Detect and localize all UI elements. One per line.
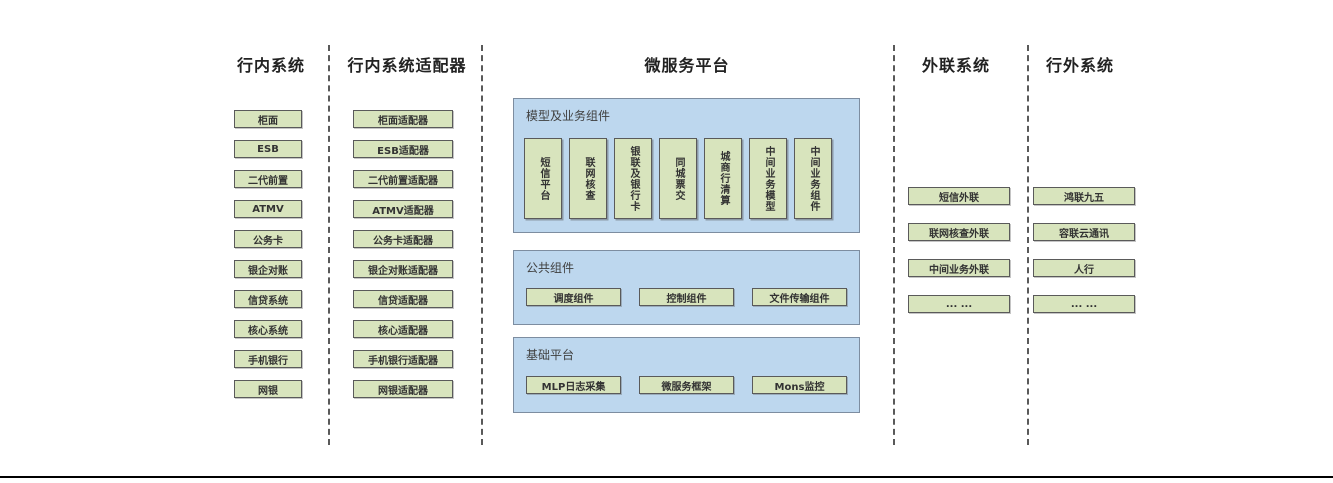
component-label: 短信平台 — [538, 156, 549, 201]
adapter-box: 公务卡适配器 — [353, 230, 453, 248]
panel-model-business-components: 模型及业务组件 短信平台 联网核查 银联及银行卡 同城票交 城商行清算 中间业务… — [513, 98, 860, 233]
adapter-box: ESB适配器 — [353, 140, 453, 158]
component-box-vertical: 联网核查 — [569, 138, 607, 219]
internal-system-box: ESB — [234, 140, 302, 158]
component-box-vertical: 银联及银行卡 — [614, 138, 652, 219]
component-label: 联网核查 — [583, 156, 594, 201]
adapter-list: 柜面适配器 ESB适配器 二代前置适配器 ATMV适配器 公务卡适配器 银企对账… — [353, 110, 453, 398]
internal-system-box: 核心系统 — [234, 320, 302, 338]
lane-title-outreach-systems: 外联系统 — [921, 56, 991, 75]
panel-label: 模型及业务组件 — [526, 109, 611, 123]
internal-system-box: ATMV — [234, 200, 302, 218]
lane-divider — [1027, 45, 1029, 445]
internal-system-box: 信贷系统 — [234, 290, 302, 308]
adapter-box: 银企对账适配器 — [353, 260, 453, 278]
common-component-box: 文件传输组件 — [752, 288, 847, 306]
component-box-vertical: 短信平台 — [524, 138, 562, 219]
outreach-box: 联网核查外联 — [908, 223, 1010, 241]
internal-system-box: 公务卡 — [234, 230, 302, 248]
base-platform-box: 微服务框架 — [639, 376, 734, 394]
internal-system-box: 手机银行 — [234, 350, 302, 368]
common-component-box: 调度组件 — [526, 288, 621, 306]
component-box-vertical: 同城票交 — [659, 138, 697, 219]
adapter-box: 柜面适配器 — [353, 110, 453, 128]
lane-divider — [328, 45, 330, 445]
adapter-box: 核心适配器 — [353, 320, 453, 338]
panel-label: 公共组件 — [526, 261, 575, 275]
external-systems-list: 鸿联九五 容联云通讯 人行 ... ... — [1033, 187, 1135, 313]
outreach-box: 中间业务外联 — [908, 259, 1010, 277]
lane-divider — [481, 45, 483, 445]
bottom-rule — [0, 476, 1333, 478]
component-label: 同城票交 — [673, 156, 684, 201]
panel-base-platform: 基础平台 MLP日志采集 微服务框架 Mons监控 — [513, 337, 860, 413]
internal-system-box: 银企对账 — [234, 260, 302, 278]
internal-system-box: 二代前置 — [234, 170, 302, 188]
panel-label: 基础平台 — [526, 348, 575, 362]
base-platform-box: Mons监控 — [752, 376, 847, 394]
lane-title-external-systems: 行外系统 — [1045, 56, 1115, 75]
external-system-box-ellipsis: ... ... — [1033, 295, 1135, 313]
common-component-row: 调度组件 控制组件 文件传输组件 — [526, 288, 847, 306]
external-system-box: 人行 — [1033, 259, 1135, 277]
base-platform-box: MLP日志采集 — [526, 376, 621, 394]
model-component-row: 短信平台 联网核查 银联及银行卡 同城票交 城商行清算 中间业务模型 中间业务组… — [524, 138, 832, 219]
external-system-box: 鸿联九五 — [1033, 187, 1135, 205]
component-label: 中间业务模型 — [763, 145, 774, 212]
adapter-box: 信贷适配器 — [353, 290, 453, 308]
component-box-vertical: 中间业务模型 — [749, 138, 787, 219]
outreach-box: 短信外联 — [908, 187, 1010, 205]
external-system-box: 容联云通讯 — [1033, 223, 1135, 241]
outreach-box-ellipsis: ... ... — [908, 295, 1010, 313]
internal-system-box: 柜面 — [234, 110, 302, 128]
base-platform-row: MLP日志采集 微服务框架 Mons监控 — [526, 376, 847, 394]
common-component-box: 控制组件 — [639, 288, 734, 306]
internal-system-box: 网银 — [234, 380, 302, 398]
component-box-vertical: 中间业务组件 — [794, 138, 832, 219]
internal-systems-list: 柜面 ESB 二代前置 ATMV 公务卡 银企对账 信贷系统 核心系统 手机银行… — [234, 110, 302, 398]
component-label: 中间业务组件 — [808, 145, 819, 212]
adapter-box: ATMV适配器 — [353, 200, 453, 218]
component-label: 城商行清算 — [718, 151, 729, 206]
lane-title-internal-adapters: 行内系统适配器 — [347, 56, 467, 75]
adapter-box: 手机银行适配器 — [353, 350, 453, 368]
panel-common-components: 公共组件 调度组件 控制组件 文件传输组件 — [513, 250, 860, 325]
component-label: 银联及银行卡 — [628, 145, 639, 212]
adapter-box: 网银适配器 — [353, 380, 453, 398]
component-box-vertical: 城商行清算 — [704, 138, 742, 219]
lane-divider — [893, 45, 895, 445]
lane-title-internal-systems: 行内系统 — [236, 56, 306, 75]
outreach-systems-list: 短信外联 联网核查外联 中间业务外联 ... ... — [908, 187, 1010, 313]
lane-title-microservice-platform: 微服务平台 — [644, 56, 730, 75]
adapter-box: 二代前置适配器 — [353, 170, 453, 188]
